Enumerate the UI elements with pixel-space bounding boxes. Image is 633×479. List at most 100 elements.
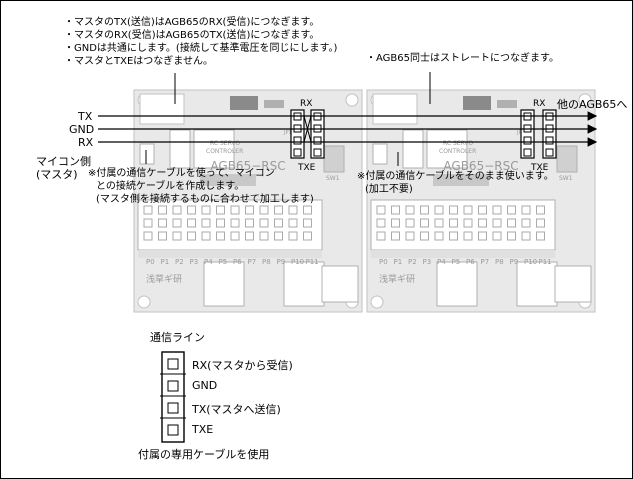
- board-pin: [521, 218, 531, 228]
- maker-label: 浅草ギ研: [379, 273, 415, 285]
- port-label: P7: [481, 258, 490, 266]
- conn-left-rx-label: RX: [300, 99, 313, 109]
- board-pin: [216, 205, 225, 215]
- board-pin: [288, 218, 298, 228]
- note-left-cable-1: ※付属の通信ケーブルを使って、マイコン: [88, 168, 275, 179]
- board-pin: [259, 205, 269, 215]
- port-label: P10: [524, 258, 537, 266]
- board-pin: [449, 218, 458, 228]
- board-pin: [449, 205, 458, 215]
- board-sub-2: CONTROLER: [439, 148, 476, 155]
- board-pin: [463, 231, 473, 241]
- connector-right-b: [542, 109, 557, 159]
- maker-label: 浅草ギ研: [146, 273, 182, 285]
- port-label: P8: [262, 258, 271, 266]
- board-pin: [434, 218, 444, 228]
- board-pin: [230, 231, 240, 241]
- legend-connector: [160, 351, 186, 443]
- legend-item-rx: RX(マスタから受信): [192, 359, 293, 372]
- port-label: P6: [466, 258, 475, 266]
- master-label-2: (マスタ): [36, 168, 78, 181]
- port-label: P9: [277, 258, 286, 266]
- port-label: P1: [394, 258, 403, 266]
- legend-title: 通信ライン: [150, 331, 205, 344]
- board-pin: [507, 218, 516, 228]
- note-top-1: ・マスタのTX(送信)はAGB65のRX(受信)につなぎます。: [64, 17, 320, 28]
- connector-left-b: [310, 109, 325, 159]
- board-name: AGB65−RSC: [210, 159, 285, 173]
- board-pin: [274, 218, 283, 228]
- board-pin: [536, 218, 545, 228]
- board-pin: [463, 218, 473, 228]
- board-pin: [288, 205, 298, 215]
- port-label: P5: [452, 258, 461, 266]
- board-pin: [376, 218, 386, 228]
- board-pin: [143, 218, 153, 228]
- board-pin: [507, 231, 516, 241]
- conn-right-rx-label: RX: [533, 99, 546, 109]
- connector-right-a: [520, 109, 535, 159]
- board-pin: [391, 205, 400, 215]
- board-pin: [201, 205, 211, 215]
- board-pin: [303, 231, 312, 241]
- legend-item-txe: TXE: [192, 423, 214, 436]
- label-rx: RX: [78, 136, 94, 149]
- board-pin: [187, 205, 196, 215]
- board-pin: [478, 231, 487, 241]
- board-pin: [478, 205, 487, 215]
- board-pin: [303, 205, 312, 215]
- board-pin: [492, 231, 502, 241]
- port-label: P4: [204, 258, 213, 266]
- board-pin: [172, 231, 182, 241]
- port-label: P8: [495, 258, 504, 266]
- board-pin: [478, 218, 487, 228]
- board-pin: [158, 218, 167, 228]
- label-gnd: GND: [69, 123, 95, 136]
- board-pin: [449, 231, 458, 241]
- port-label: P9: [510, 258, 519, 266]
- switch-label: SW1: [559, 175, 573, 182]
- note-right-cable-1: ※付属の通信ケーブルをそのまま使います。: [357, 171, 554, 182]
- note-left-cable-2: との接続ケーブルを作成します。: [96, 181, 245, 192]
- board-pin: [492, 218, 502, 228]
- note-right-cable-2: (加工不要): [365, 184, 413, 195]
- conn-right-txe-label: TXE: [531, 163, 549, 173]
- board-pin: [245, 218, 254, 228]
- legend-item-gnd: GND: [192, 379, 218, 392]
- to-other-agb65: 他のAGB65へ: [557, 98, 628, 111]
- board-pin: [492, 205, 502, 215]
- jp-label: JP1: [516, 130, 525, 136]
- board-pin: [288, 231, 298, 241]
- port-label: P3: [190, 258, 199, 266]
- board-pin: [158, 205, 167, 215]
- board-pin: [420, 231, 429, 241]
- jp-label: JP1: [283, 130, 292, 136]
- port-label: P2: [408, 258, 417, 266]
- board-pin: [434, 205, 444, 215]
- board-sub-2: CONTROLER: [206, 148, 243, 155]
- board-pin: [143, 205, 153, 215]
- board-pin: [201, 231, 211, 241]
- connector-left-a: [290, 109, 305, 159]
- board-pin: [405, 231, 415, 241]
- board-pin: [405, 205, 415, 215]
- port-label: P1: [161, 258, 170, 266]
- board-pin: [521, 205, 531, 215]
- board-pin: [201, 218, 211, 228]
- board-pin: [216, 231, 225, 241]
- port-label: P11: [539, 258, 552, 266]
- legend-footer: 付属の専用ケーブルを使用: [138, 448, 270, 461]
- board-pin: [216, 218, 225, 228]
- board-pin: [187, 218, 196, 228]
- board-pin: [536, 205, 545, 215]
- board-pin: [143, 231, 153, 241]
- port-label: P3: [423, 258, 432, 266]
- board-pin: [405, 218, 415, 228]
- board-pin: [187, 231, 196, 241]
- legend-item-tx: TX(マスタへ送信): [192, 403, 281, 416]
- port-label: P5: [219, 258, 228, 266]
- note-top-2: ・マスタのRX(受信)はAGB65のTX(送信)につなぎます。: [64, 30, 320, 41]
- port-label: P0: [379, 258, 388, 266]
- port-label: P10: [291, 258, 304, 266]
